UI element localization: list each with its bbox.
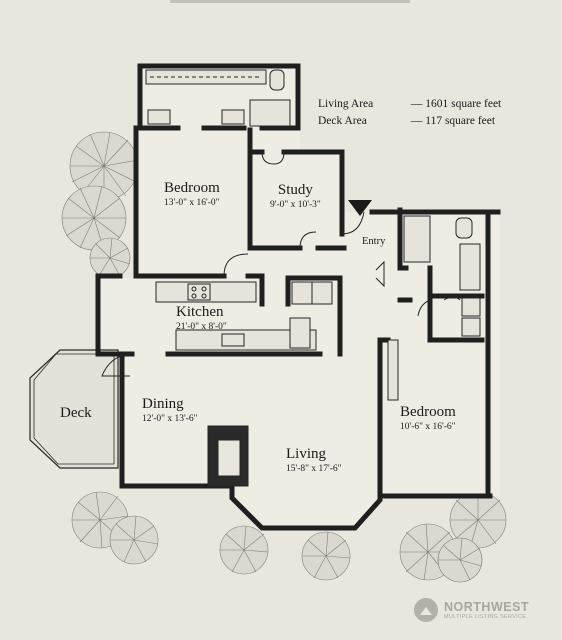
nwmls-logo: NORTHWEST MULTIPLE LISTING SERVICE.: [414, 598, 529, 622]
room-dimensions: 15'-8" x 17'-6": [286, 464, 342, 474]
room-name: Bedroom: [164, 180, 220, 196]
tree-bottom-2: [109, 515, 159, 565]
tree-bottom-7: [437, 537, 483, 583]
sink-1: [147, 109, 171, 125]
shower: [249, 99, 291, 127]
room-bedroom-2: Bedroom 10'-6" x 16'-6": [400, 404, 456, 432]
room-name: Living: [286, 446, 326, 462]
nwmls-logo-text: NORTHWEST MULTIPLE LISTING SERVICE.: [444, 600, 529, 620]
range: [187, 283, 211, 301]
kitchen-counter-bottom: [175, 329, 317, 351]
deck-area-line: Deck Area — 117 square feet: [318, 113, 501, 130]
dishwasher: [289, 317, 311, 349]
room-dining: Dining 12'-0" x 13'-6": [142, 396, 198, 424]
vanity: [459, 243, 481, 291]
top-faded-text: [170, 0, 410, 3]
room-dimensions: 13'-0" x 16'-0": [164, 198, 220, 208]
entry-label: Entry: [362, 236, 386, 247]
living-area-line: Living Area — 1601 square feet: [318, 96, 501, 113]
living-area-value: — 1601 square feet: [410, 98, 502, 110]
tree-left-top: [69, 131, 139, 201]
fixtures: [101, 69, 481, 487]
room-study: Study 9'-0" x 10'-3": [270, 182, 321, 210]
logo-name: NORTHWEST: [444, 600, 530, 614]
kitchen-sink: [221, 333, 245, 347]
sink-2: [221, 109, 245, 125]
room-dimensions: 10'-6" x 16'-6": [400, 422, 456, 432]
deck-area-label: Deck Area: [318, 115, 367, 127]
living-area-label: Living Area: [318, 98, 374, 110]
entry-arrow-icon: [348, 200, 372, 216]
room-name: Deck: [60, 405, 92, 421]
walls: [95, 63, 501, 531]
room-name: Bedroom: [400, 404, 456, 420]
room-name: Kitchen: [176, 304, 224, 320]
room-deck: Deck: [60, 405, 92, 422]
nwmls-logo-icon: [414, 598, 438, 622]
washer: [461, 297, 481, 317]
tree-bottom-4: [301, 531, 351, 581]
tree-left-low: [89, 237, 131, 279]
room-living: Living 15'-8" x 17'-6": [286, 446, 342, 474]
dryer: [461, 317, 481, 337]
logo-tagline: MULTIPLE LISTING SERVICE.: [444, 614, 529, 620]
tree-bottom-3: [219, 525, 269, 575]
room-dimensions: 12'-0" x 13'-6": [142, 414, 198, 424]
room-name: Dining: [142, 396, 184, 412]
toilet-entry: [455, 217, 473, 239]
room-dimensions: 9'-0" x 10'-3": [270, 200, 321, 210]
tree-left-mid: [61, 185, 127, 251]
room-dimensions: 21'-0" x 8'-0": [176, 322, 227, 332]
landscape-trees: [61, 131, 507, 583]
room-name: Study: [277, 182, 313, 198]
room-bedroom-1: Bedroom 13'-0" x 16'-0": [164, 180, 220, 208]
room-kitchen: Kitchen 21'-0" x 8'-0": [176, 304, 227, 332]
area-info: Living Area — 1601 square feet Deck Area…: [318, 96, 501, 130]
bathtub: [403, 215, 431, 263]
toilet-top: [269, 69, 285, 91]
deck-area-value: — 117 square feet: [410, 115, 496, 127]
